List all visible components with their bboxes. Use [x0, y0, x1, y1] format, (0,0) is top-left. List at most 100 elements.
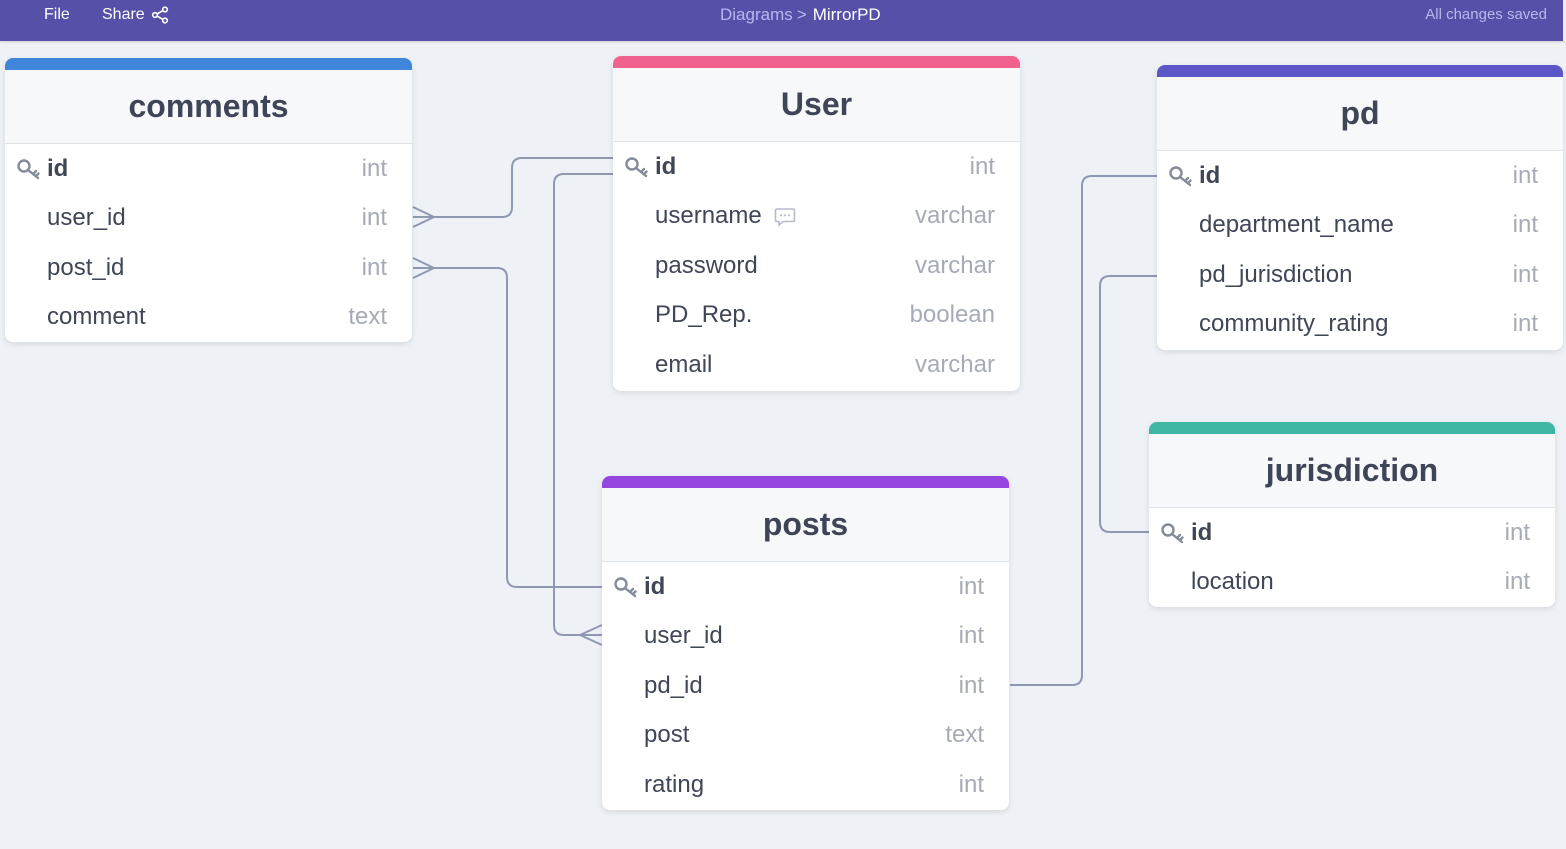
field-name: department_name — [1199, 211, 1394, 239]
primary-key-icon — [625, 157, 648, 177]
field-row[interactable]: post text — [602, 711, 1009, 761]
field-row[interactable]: community_rating int — [1157, 300, 1563, 350]
primary-key-icon — [17, 159, 40, 179]
field-row[interactable]: comment text — [5, 293, 412, 343]
field-name: password — [655, 251, 758, 279]
field-name: PD_Rep. — [655, 301, 753, 329]
field-row[interactable]: email varchar — [613, 340, 1020, 390]
field-row[interactable]: post_id int — [5, 243, 412, 293]
file-menu[interactable]: File — [44, 6, 70, 23]
field-row[interactable]: id int — [1157, 151, 1563, 201]
table-jurisdiction-color-bar — [1149, 422, 1555, 434]
primary-key-icon — [1169, 166, 1192, 186]
field-type: varchar — [914, 202, 995, 230]
field-row[interactable]: id int — [5, 144, 412, 194]
field-type: int — [958, 770, 984, 798]
table-comments-title[interactable]: comments — [5, 70, 412, 144]
field-name-with-note: username — [655, 202, 796, 230]
table-jurisdiction-title[interactable]: jurisdiction — [1149, 434, 1555, 508]
field-type: int — [361, 154, 387, 182]
field-row[interactable]: department_name int — [1157, 201, 1563, 251]
field-type: int — [1512, 211, 1538, 239]
field-type: varchar — [914, 350, 995, 378]
field-row[interactable]: user_id int — [602, 612, 1009, 662]
field-name: user_id — [644, 622, 723, 650]
field-name: comment — [47, 303, 146, 331]
topbar-edge — [1563, 0, 1566, 41]
primary-key-icon — [614, 577, 637, 597]
connector-pd-posts[interactable] — [1010, 175, 1157, 686]
connector-jurisdiction-pd[interactable] — [1099, 275, 1157, 533]
table-pd[interactable]: pd id int department_name int pd_jurisdi… — [1157, 65, 1563, 350]
field-row[interactable]: pd_id int — [602, 661, 1009, 711]
field-row[interactable]: location int — [1149, 558, 1555, 608]
field-type: int — [361, 204, 387, 232]
field-name: username — [655, 202, 762, 230]
breadcrumb-diagrams-link[interactable]: Diagrams — [720, 5, 793, 24]
primary-key-icon — [1161, 523, 1184, 543]
field-type: int — [361, 253, 387, 281]
field-row[interactable]: username varchar — [613, 192, 1020, 242]
field-name: id — [47, 154, 69, 182]
connector-user-posts-crow-foot — [579, 624, 603, 646]
connector-user-posts[interactable] — [553, 173, 613, 636]
field-type: text — [945, 721, 984, 749]
field-name: pd_id — [644, 671, 703, 699]
table-posts[interactable]: posts id int user_id int pd_id int post … — [602, 476, 1009, 810]
field-row[interactable]: id int — [613, 142, 1020, 192]
field-type: int — [1504, 568, 1530, 596]
field-row[interactable]: pd_jurisdiction int — [1157, 250, 1563, 300]
field-type: int — [1512, 260, 1538, 288]
field-row[interactable]: PD_Rep. boolean — [613, 291, 1020, 341]
breadcrumb-separator: > — [796, 5, 807, 24]
field-type: boolean — [909, 301, 995, 329]
field-type: int — [1504, 518, 1530, 546]
field-name: post — [644, 721, 690, 749]
field-name: id — [1199, 161, 1221, 189]
field-name: post_id — [47, 253, 125, 281]
field-row[interactable]: rating int — [602, 760, 1009, 810]
field-name: id — [1191, 518, 1213, 546]
field-type: int — [958, 671, 984, 699]
comment-note-icon[interactable] — [774, 207, 796, 227]
table-posts-color-bar — [602, 476, 1009, 488]
diagram-title[interactable]: MirrorPD — [812, 5, 881, 24]
connector-posts-comments[interactable] — [413, 267, 602, 588]
share-icon — [151, 6, 168, 24]
field-name: community_rating — [1199, 310, 1389, 338]
field-name: user_id — [47, 204, 126, 232]
field-name: rating — [644, 770, 705, 798]
field-row[interactable]: id int — [1149, 508, 1555, 558]
field-name: pd_jurisdiction — [1199, 260, 1353, 288]
connector-posts-comments-crow-foot — [412, 257, 435, 279]
top-bar: File Share Diagrams> MirrorPD All changes… — [0, 0, 1566, 41]
field-type: text — [348, 303, 387, 331]
field-name: id — [655, 152, 677, 180]
field-type: int — [958, 572, 984, 600]
share-button[interactable]: Share — [102, 0, 169, 30]
field-type: int — [1512, 310, 1538, 338]
table-user[interactable]: User id int username varchar password va… — [613, 56, 1020, 391]
field-type: int — [969, 152, 995, 180]
field-type: int — [1512, 161, 1538, 189]
table-user-title[interactable]: User — [613, 68, 1020, 142]
table-jurisdiction[interactable]: jurisdiction id int location int — [1149, 422, 1555, 607]
connector-user-comments[interactable] — [413, 157, 613, 218]
table-comments[interactable]: comments id int user_id int post_id int … — [5, 58, 412, 342]
field-name: id — [644, 572, 666, 600]
field-name: location — [1191, 568, 1274, 596]
connector-user-comments-crow-foot — [412, 206, 435, 228]
breadcrumb: Diagrams> MirrorPD — [720, 0, 881, 30]
save-status: All changes saved — [1425, 6, 1547, 23]
field-row[interactable]: password varchar — [613, 241, 1020, 291]
field-type: varchar — [914, 251, 995, 279]
field-row[interactable]: user_id int — [5, 194, 412, 244]
table-user-color-bar — [613, 56, 1020, 68]
table-pd-color-bar — [1157, 65, 1563, 77]
field-type: int — [958, 622, 984, 650]
field-row[interactable]: id int — [602, 562, 1009, 612]
table-pd-title[interactable]: pd — [1157, 77, 1563, 151]
table-posts-title[interactable]: posts — [602, 488, 1009, 562]
field-name: email — [655, 350, 713, 378]
